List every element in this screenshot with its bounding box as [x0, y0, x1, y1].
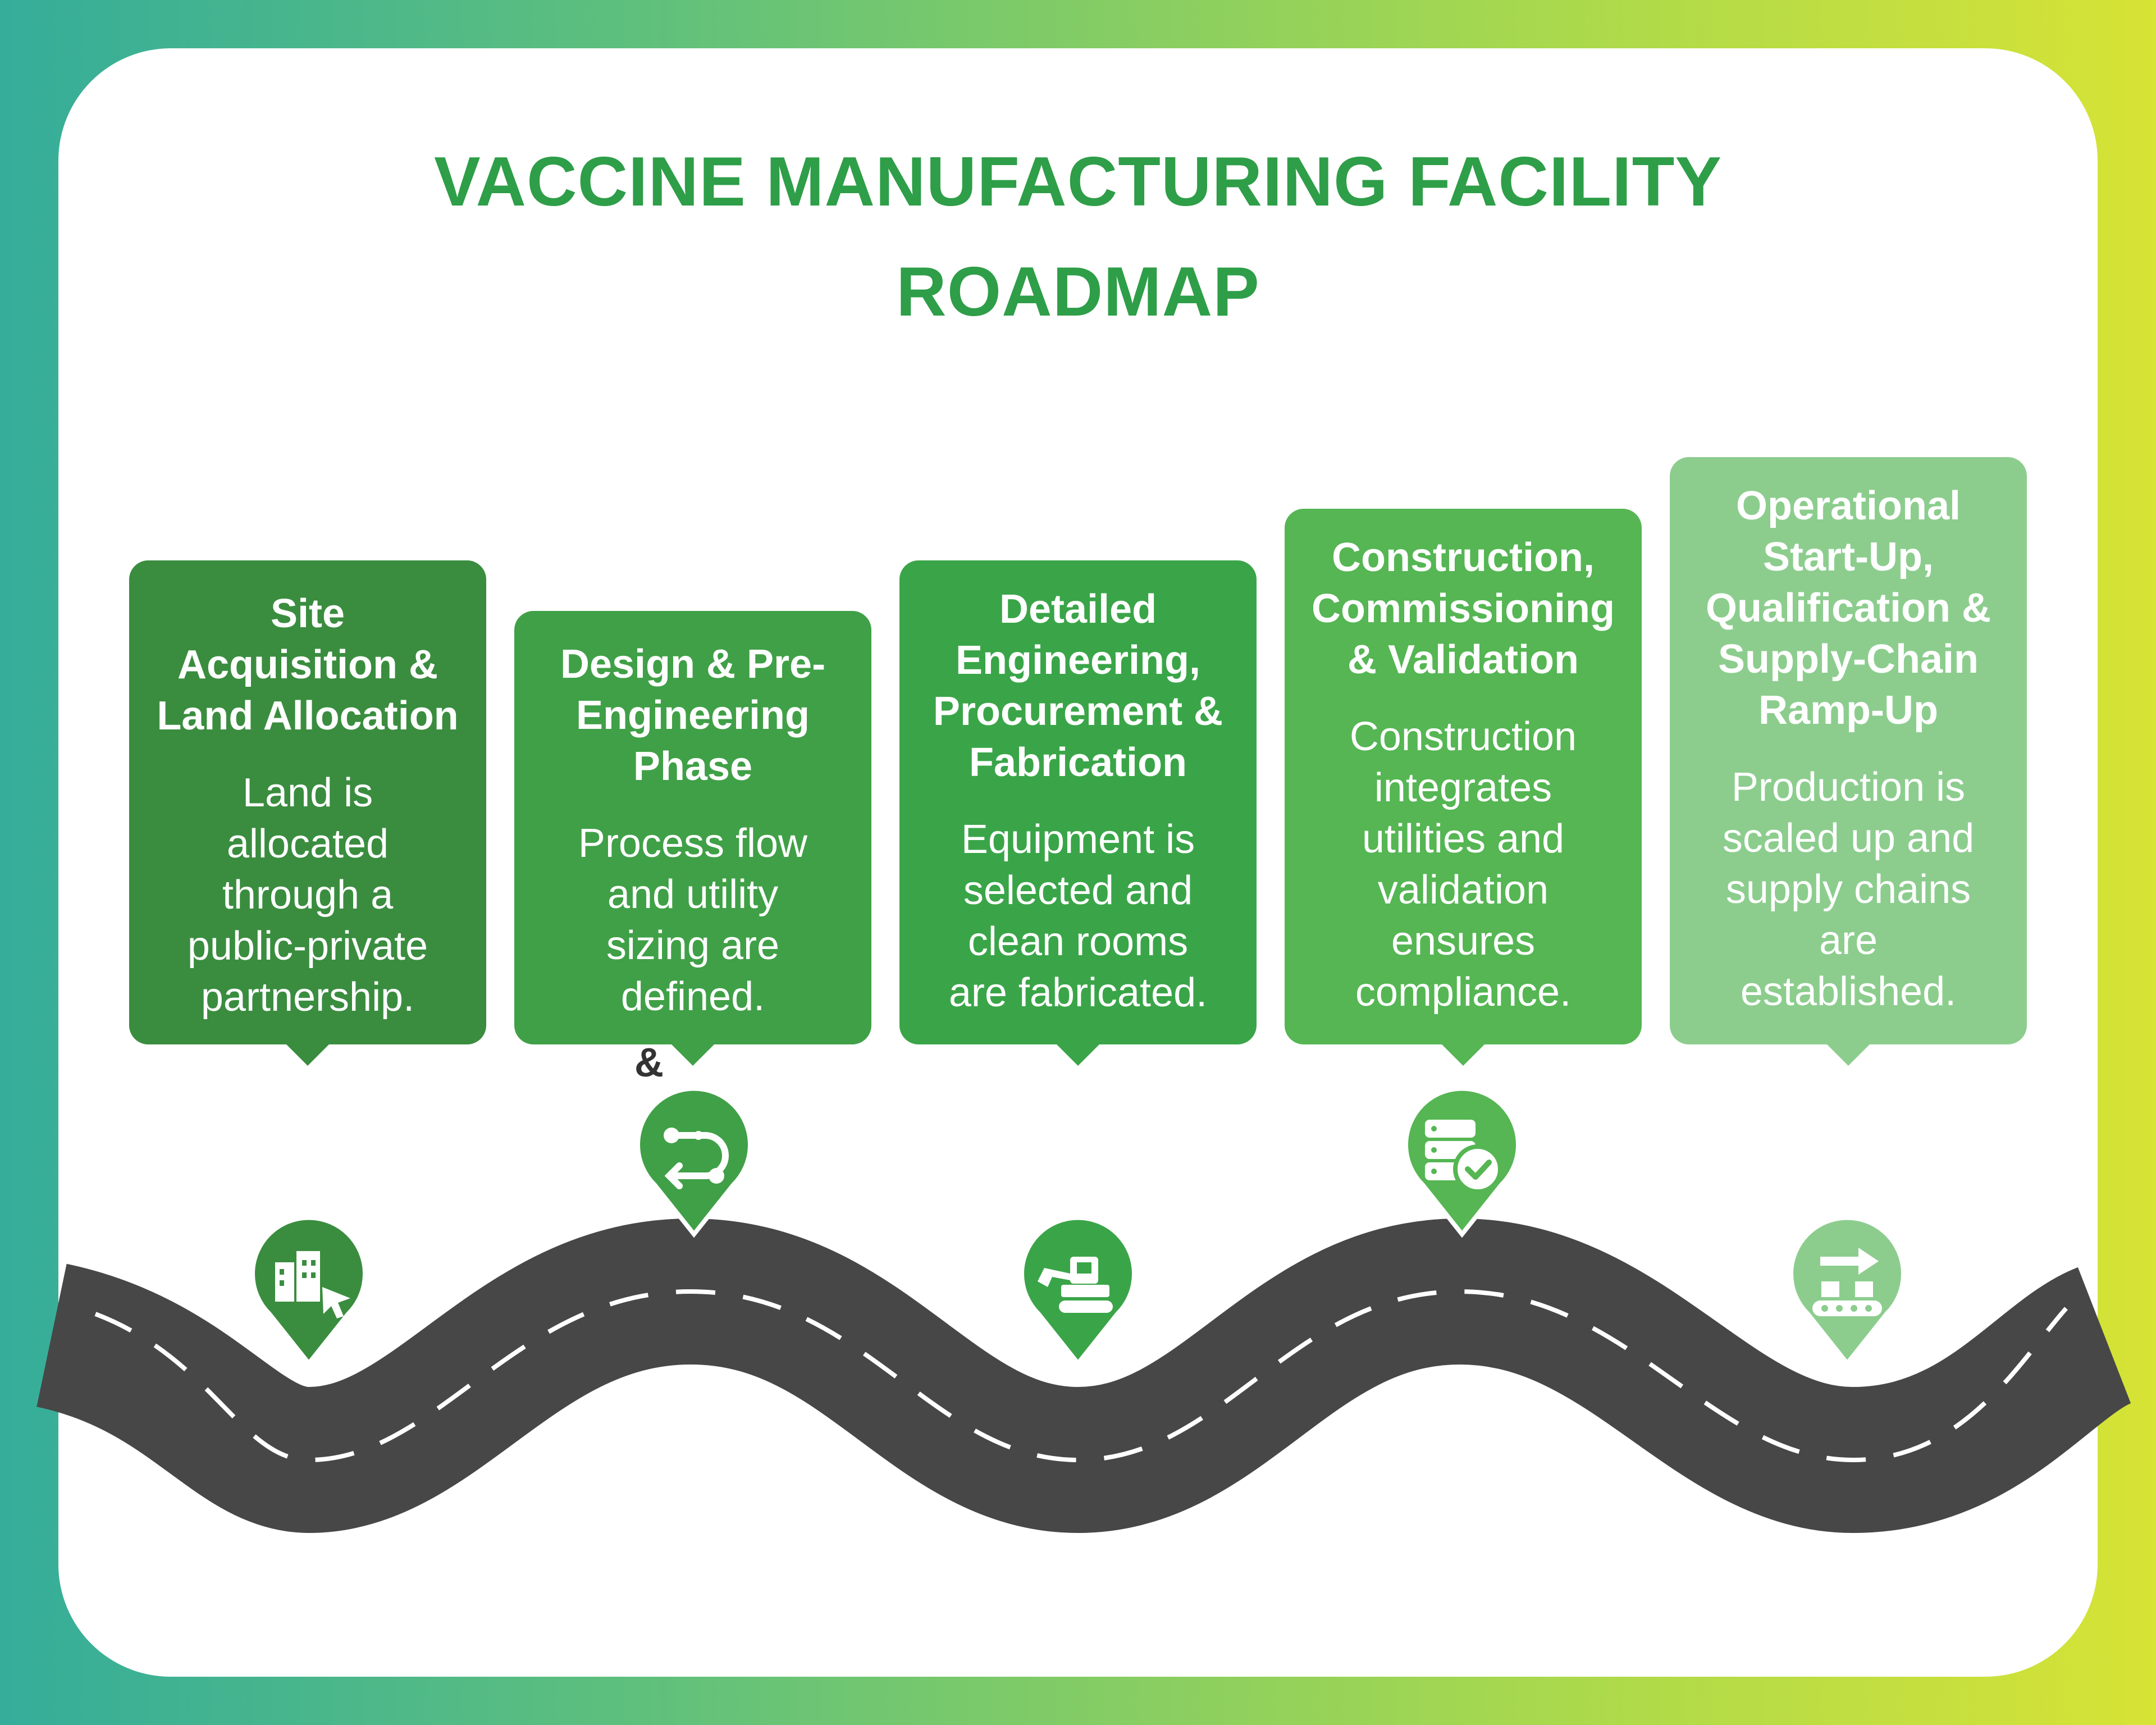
stage-card-operational-startup: Operational Start-Up, Qualification & Su… [1670, 457, 2027, 1066]
conveyor-arrow-icon [1812, 1248, 1882, 1316]
heading-line: Detailed [999, 587, 1157, 632]
callout-pointer [1826, 1043, 1871, 1066]
callout-pointer [285, 1043, 330, 1066]
building-cursor-icon [275, 1251, 350, 1318]
description-line: are fabricated. [948, 970, 1208, 1015]
description-line: Equipment is [961, 817, 1195, 862]
stage-description: Process flow and utility sizing are defi… [523, 818, 862, 1023]
page-title: VACCINE MANUFACTURING FACILITY ROADMAP [0, 127, 2156, 347]
description-line: integrates [1374, 765, 1552, 810]
description-line: allocated [226, 822, 389, 866]
stage-card-construction: Construction, Commissioning & Validation… [1285, 509, 1642, 1066]
heading-line: Engineering [575, 693, 810, 738]
callout-pointer [1056, 1043, 1100, 1066]
heading-line: Engineering, [955, 638, 1201, 683]
stage-description: Equipment is selected and clean rooms ar… [908, 814, 1248, 1019]
heading-line: Commissioning [1311, 586, 1615, 631]
description-line: partnership. [200, 975, 415, 1020]
heading-line: & Validation [1347, 637, 1579, 682]
road-center-dashes [94, 1289, 2068, 1463]
heading-line: Site [270, 591, 345, 636]
stage-card-detailed-engineering: Detailed Engineering, Procurement & Fabr… [899, 560, 1257, 1066]
pin-marker [1789, 1215, 1906, 1367]
description-line: utilities and [1362, 816, 1565, 861]
description-line: sizing are [606, 923, 780, 968]
heading-line: Construction, [1332, 535, 1595, 580]
map-pin-stage-1 [250, 1215, 367, 1367]
stage-description: Production is scaled up and supply chain… [1679, 762, 2018, 1017]
title-line-2: ROADMAP [896, 253, 1260, 331]
description-line: Process flow [578, 821, 808, 866]
stage-heading: Site Acquisition & Land Allocation [138, 588, 477, 742]
map-pin-stage-2 [636, 1086, 752, 1238]
excavator-icon [1038, 1257, 1113, 1313]
heading-line: Ramp-Up [1758, 688, 1938, 733]
heading-line: Start-Up, [1763, 535, 1934, 579]
description-line: public-private [187, 924, 428, 969]
stray-ampersand: & [634, 1041, 664, 1085]
stage-card-design-pre-engineering: Design & Pre- Engineering Phase Process … [514, 611, 871, 1066]
description-line: Production is [1731, 765, 1966, 810]
stage-heading: Detailed Engineering, Procurement & Fabr… [908, 584, 1248, 788]
heading-line: Operational [1735, 483, 1961, 528]
description-line: Land is [242, 770, 373, 815]
heading-line: Supply-Chain [1718, 637, 1979, 682]
description-line: validation [1377, 868, 1549, 912]
description-line: compliance. [1355, 970, 1572, 1015]
map-pin-stage-4 [1404, 1086, 1520, 1238]
heading-line: Land Allocation [157, 693, 459, 738]
description-line: ensures [1391, 919, 1536, 964]
heading-line: Design & Pre- [560, 642, 826, 687]
description-line: through a [222, 873, 394, 918]
pin-marker [636, 1086, 752, 1238]
description-line: defined. [620, 974, 765, 1019]
description-line: supply chains [1725, 867, 1971, 912]
stage-card-site-acquisition: Site Acquisition & Land Allocation Land … [129, 560, 486, 1066]
description-line: clean rooms [967, 919, 1189, 964]
heading-line: Qualification & [1705, 586, 1991, 631]
description-line: Construction [1349, 714, 1577, 759]
callout-pointer [670, 1043, 715, 1066]
description-line: and utility [607, 872, 779, 917]
heading-line: Fabrication [969, 740, 1187, 785]
title-line-1: VACCINE MANUFACTURING FACILITY [433, 143, 1723, 221]
description-line: are [1819, 918, 1878, 963]
stage-heading: Construction, Commissioning & Validation [1294, 532, 1633, 686]
process-flow-icon [664, 1128, 729, 1189]
heading-line: Procurement & [933, 689, 1223, 734]
description-line: scaled up and [1722, 816, 1975, 861]
stage-heading: Design & Pre- Engineering Phase [523, 639, 862, 792]
description-line: selected and [963, 868, 1193, 913]
heading-line: Acquisition & [177, 642, 438, 687]
map-pin-stage-3 [1020, 1215, 1136, 1367]
callout-pointer [1441, 1043, 1486, 1066]
server-check-icon [1425, 1120, 1502, 1194]
stage-description: Land is allocated through a public-priva… [138, 768, 477, 1023]
map-pin-stage-5 [1789, 1215, 1906, 1367]
description-line: established. [1740, 969, 1957, 1014]
stage-description: Construction integrates utilities and va… [1294, 711, 1633, 1018]
stage-heading: Operational Start-Up, Qualification & Su… [1679, 481, 2018, 736]
heading-line: Phase [633, 744, 753, 789]
